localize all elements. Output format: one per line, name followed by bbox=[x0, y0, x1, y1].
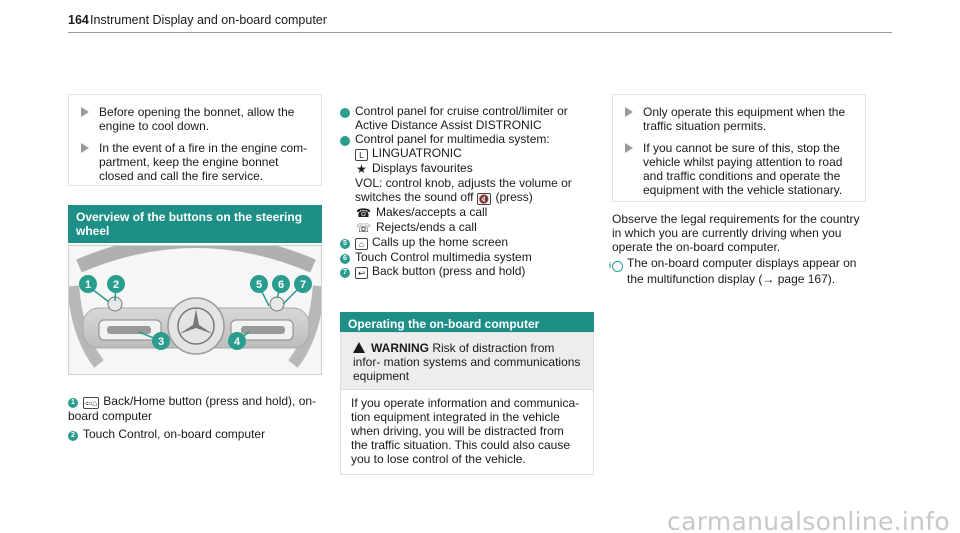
section-heading-operating: Operating the on-board computer bbox=[340, 312, 594, 336]
step-item: If you cannot be sure of this, stop the … bbox=[613, 141, 855, 197]
home-icon: ⌂ bbox=[355, 238, 368, 250]
callout-badge: 5 bbox=[250, 275, 268, 293]
steering-wheel-illustration: 1 2 3 4 5 6 7 bbox=[68, 245, 322, 375]
legend-number: 5 bbox=[340, 239, 350, 249]
legal-paragraph: Observe the legal requirements for the c… bbox=[612, 212, 860, 254]
sub-item: ☎Makes/accepts a call bbox=[356, 205, 488, 220]
legend-number: 3 bbox=[336, 108, 350, 118]
legend-number: 1 bbox=[68, 398, 78, 408]
column-3: Only operate this equipment when the tra… bbox=[608, 94, 866, 286]
legend-number: 4 bbox=[336, 136, 350, 146]
warning-title: WARNING Risk of distraction from infor- … bbox=[353, 341, 581, 383]
back-icon: ↩ bbox=[355, 267, 368, 279]
phone-accept-icon: ☎ bbox=[356, 206, 371, 220]
step-arrow-icon bbox=[81, 143, 89, 153]
sub-item: VOL: control knob, adjusts the volume or… bbox=[355, 176, 572, 205]
callout-badge: 2 bbox=[107, 275, 125, 293]
legend-item: 5⌂Calls up the home screen bbox=[340, 235, 594, 250]
column-1: Before opening the bonnet, allow the eng… bbox=[68, 94, 322, 186]
step-arrow-icon bbox=[625, 107, 633, 117]
info-icon: i bbox=[609, 261, 623, 272]
mute-icon: 🔇 bbox=[476, 193, 492, 205]
step-item: In the event of a fire in the engine com… bbox=[69, 141, 311, 183]
section-heading-steering-buttons: Overview of the buttons on the steering … bbox=[68, 205, 322, 243]
callout-badge: 1 bbox=[79, 275, 97, 293]
legend-number: 2 bbox=[68, 431, 78, 441]
page-number: 164 bbox=[68, 13, 89, 27]
safety-steps-box: Before opening the bonnet, allow the eng… bbox=[68, 94, 322, 186]
warning-box: WARNING Risk of distraction from infor- … bbox=[340, 332, 594, 475]
callout-badge: 4 bbox=[228, 332, 246, 350]
legend-item: 7↩Back button (press and hold) bbox=[340, 264, 594, 279]
svg-text:4: 4 bbox=[234, 336, 241, 348]
sub-item: ☏Rejects/ends a call bbox=[356, 220, 477, 235]
warning-body: If you operate information and communica… bbox=[341, 389, 593, 474]
step-arrow-icon bbox=[81, 107, 89, 117]
page-header: 164 Instrument Display and on-board comp… bbox=[68, 9, 892, 33]
callout-badge: 7 bbox=[294, 275, 312, 293]
phone-reject-icon: ☏ bbox=[356, 221, 372, 235]
star-icon: ★ bbox=[356, 162, 367, 176]
watermark: carmanualsonline.info bbox=[667, 507, 950, 533]
step-item: Only operate this equipment when the tra… bbox=[613, 105, 855, 133]
legend-number: 6 bbox=[340, 254, 350, 264]
callout-badge: 6 bbox=[272, 275, 290, 293]
warning-triangle-icon bbox=[353, 342, 365, 353]
legend-col1: 1⇦⌂Back/Home button (press and hold), on… bbox=[68, 394, 322, 441]
steering-wheel-drawing: 1 2 3 4 5 6 7 bbox=[69, 246, 321, 374]
svg-text:5: 5 bbox=[256, 279, 262, 291]
svg-text:1: 1 bbox=[85, 279, 91, 291]
svg-text:7: 7 bbox=[300, 279, 306, 291]
sub-item: ★Displays favourites bbox=[356, 161, 473, 176]
step-arrow-icon bbox=[625, 143, 633, 153]
svg-text:3: 3 bbox=[158, 336, 164, 348]
back-home-icon: ⇦⌂ bbox=[83, 397, 100, 409]
page-title: Instrument Display and on-board computer bbox=[90, 13, 327, 27]
caution-steps-box: Only operate this equipment when the tra… bbox=[612, 94, 866, 202]
step-item: Before opening the bonnet, allow the eng… bbox=[69, 105, 311, 133]
svg-text:2: 2 bbox=[113, 279, 119, 291]
legend-number: 7 bbox=[340, 268, 350, 278]
legend-item: 1⇦⌂Back/Home button (press and hold), on… bbox=[68, 394, 317, 423]
svg-text:6: 6 bbox=[278, 279, 284, 291]
linguatronic-icon: L bbox=[355, 149, 368, 161]
callout-badge: 3 bbox=[152, 332, 170, 350]
